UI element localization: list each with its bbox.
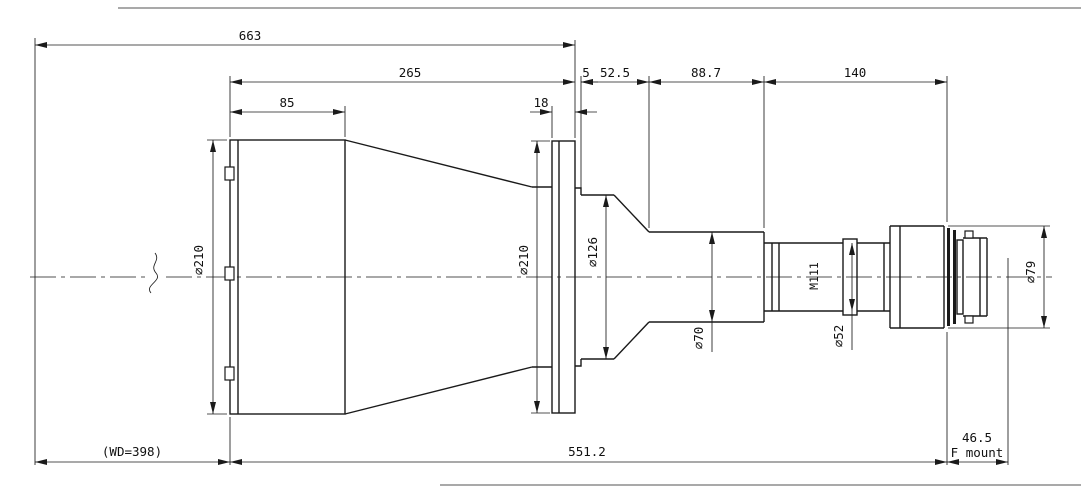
drawing-frame [118,7,1081,486]
lens-body-profile [224,139,988,415]
mount-clip-top [224,166,235,181]
dia-label-rear-housing: ⌀79 [1023,261,1038,284]
dim-label-flange-focal: 46.5 [962,430,992,445]
dia-label-rear-tube: ⌀52 [831,325,846,348]
extension-lines [34,38,1050,465]
bayonet-tab-bottom [964,315,974,324]
dimension-18: 18 [530,95,597,115]
dimension-dia-70: ⌀70 [691,232,715,352]
dim-label-overall: 663 [239,28,262,43]
dim-label-section-c: 140 [844,65,867,80]
dimension-52-5: 52.5 [581,65,649,85]
dia-label-flange: ⌀210 [516,245,531,275]
mount-clip-bottom [224,366,235,381]
mount-clip-middle [224,266,235,281]
f-mount-barrel [963,237,988,317]
dia-label-mid-cylinder: ⌀126 [585,237,600,267]
dimension-5: 5 [581,65,598,85]
rear-taper [613,194,650,360]
dim-label-body-length: 551.2 [568,444,606,459]
mount-type-label: F mount [951,445,1004,460]
dim-label-section-a: 52.5 [600,65,630,80]
dia-label-tube: ⌀70 [691,327,706,350]
dimension-dia-52: ⌀52 [831,243,855,350]
bayonet-tab-top [964,230,974,239]
dia-label-front-barrel: ⌀210 [191,245,206,275]
dimension-dia-79: ⌀79 [1023,226,1047,328]
thread-annotation: M111 [807,262,821,290]
mount-collar [956,239,964,315]
mounting-flange [551,140,576,414]
break-symbol [149,252,158,294]
dim-label-step: 5 [582,65,590,80]
dim-label-front-section: 85 [279,95,294,110]
dim-label-working-distance: (WD=398) [102,444,162,459]
dimension-265: 265 [230,65,575,85]
dimension-85: 85 [230,95,345,115]
dimension-working-distance: (WD=398) [35,444,230,465]
dim-label-front-to-flange: 265 [399,65,422,80]
dimension-dia-126: ⌀126 [585,195,609,359]
dimension-551-2: 551.2 [230,444,947,465]
dimension-dia-flange: ⌀210 [516,141,540,413]
tube-52 [764,242,890,312]
optical-axis-centerline [30,252,1052,294]
dim-label-flange-thickness: 18 [533,95,548,110]
adjustment-ring [842,238,858,316]
dim-label-section-b: 88.7 [691,65,721,80]
dimension-140: 140 [764,65,947,85]
dimension-663: 663 [35,28,575,48]
dimension-flange-focal: 46.5 F mount [947,430,1008,465]
tube-70 [649,231,764,323]
rear-housing [890,225,945,329]
dimension-dia-front-barrel: ⌀210 [191,140,216,414]
dimension-88-7: 88.7 [649,65,764,85]
front-cone [344,139,533,415]
